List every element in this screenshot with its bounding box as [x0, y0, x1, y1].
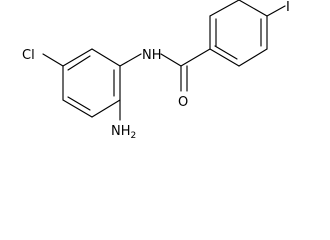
ring-b-bond-3 — [238, 0, 268, 17]
ring-b-double-bond-6 — [214, 45, 238, 60]
aminochlorophenyl-ring — [62, 48, 121, 118]
chloro-bond — [42, 53, 64, 67]
carbonyl-oxygen-label: O — [178, 95, 188, 110]
iodo-bond — [266, 5, 286, 17]
iodophenyl-ring — [209, 0, 268, 67]
amine-label-main: NH — [111, 124, 131, 139]
ring-a-bond-3 — [91, 99, 121, 118]
ring-b-bond-5 — [238, 48, 268, 67]
carbonyl-aryl-bond — [180, 48, 211, 67]
ring-a-bond-4 — [62, 99, 93, 118]
ring-a-double-bond-6 — [67, 55, 91, 71]
amide-n-aryl-bond — [119, 53, 142, 67]
iodo-label: I — [286, 0, 290, 15]
ring-a-double-bond-4 — [67, 96, 91, 111]
amine-subscript: 2 — [131, 131, 137, 141]
chloro-label: Cl — [22, 48, 35, 63]
ring-b-bond-2 — [209, 0, 240, 17]
ring-a-bond-1 — [91, 48, 121, 67]
chemical-structure: Cl NH O I NH2 — [22, 0, 290, 141]
amide-n-carbonyl-bond — [160, 53, 182, 67]
amide-nitrogen-label: NH — [142, 48, 162, 63]
amine-label: NH2 — [111, 124, 136, 141]
ring-a-bond-6 — [62, 48, 93, 67]
ring-b-bond-6 — [209, 48, 240, 67]
